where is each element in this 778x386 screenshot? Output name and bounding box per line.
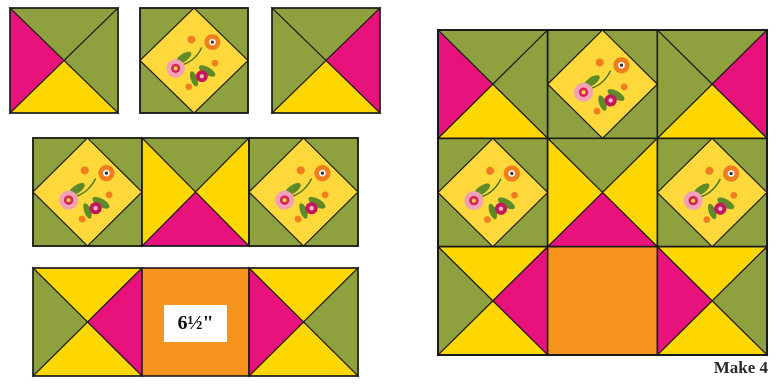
- final-bottom-right: [657, 247, 767, 355]
- row3-hourglass-right: [249, 268, 358, 376]
- unit-hourglass-2: [272, 8, 380, 113]
- final-middle-left: [438, 138, 548, 246]
- row2-square-in-square-right: [249, 138, 358, 246]
- final-top-center: [548, 30, 658, 138]
- final-bottom-center: [548, 247, 658, 355]
- final-top-right: [657, 30, 767, 138]
- final-middle-right: [657, 138, 767, 246]
- unit-hourglass-1: [10, 8, 118, 113]
- final-bottom-left: [438, 247, 548, 355]
- row3-hourglass-left: [33, 268, 142, 376]
- row2-hourglass-center: [142, 138, 249, 246]
- make-count-label: Make 4: [714, 358, 768, 378]
- unit-square-in-square: [140, 8, 248, 113]
- final-middle-center: [548, 138, 658, 246]
- final-top-left: [438, 30, 548, 138]
- unit-size-label: 6½": [164, 305, 227, 342]
- row2-square-in-square-left: [33, 138, 142, 246]
